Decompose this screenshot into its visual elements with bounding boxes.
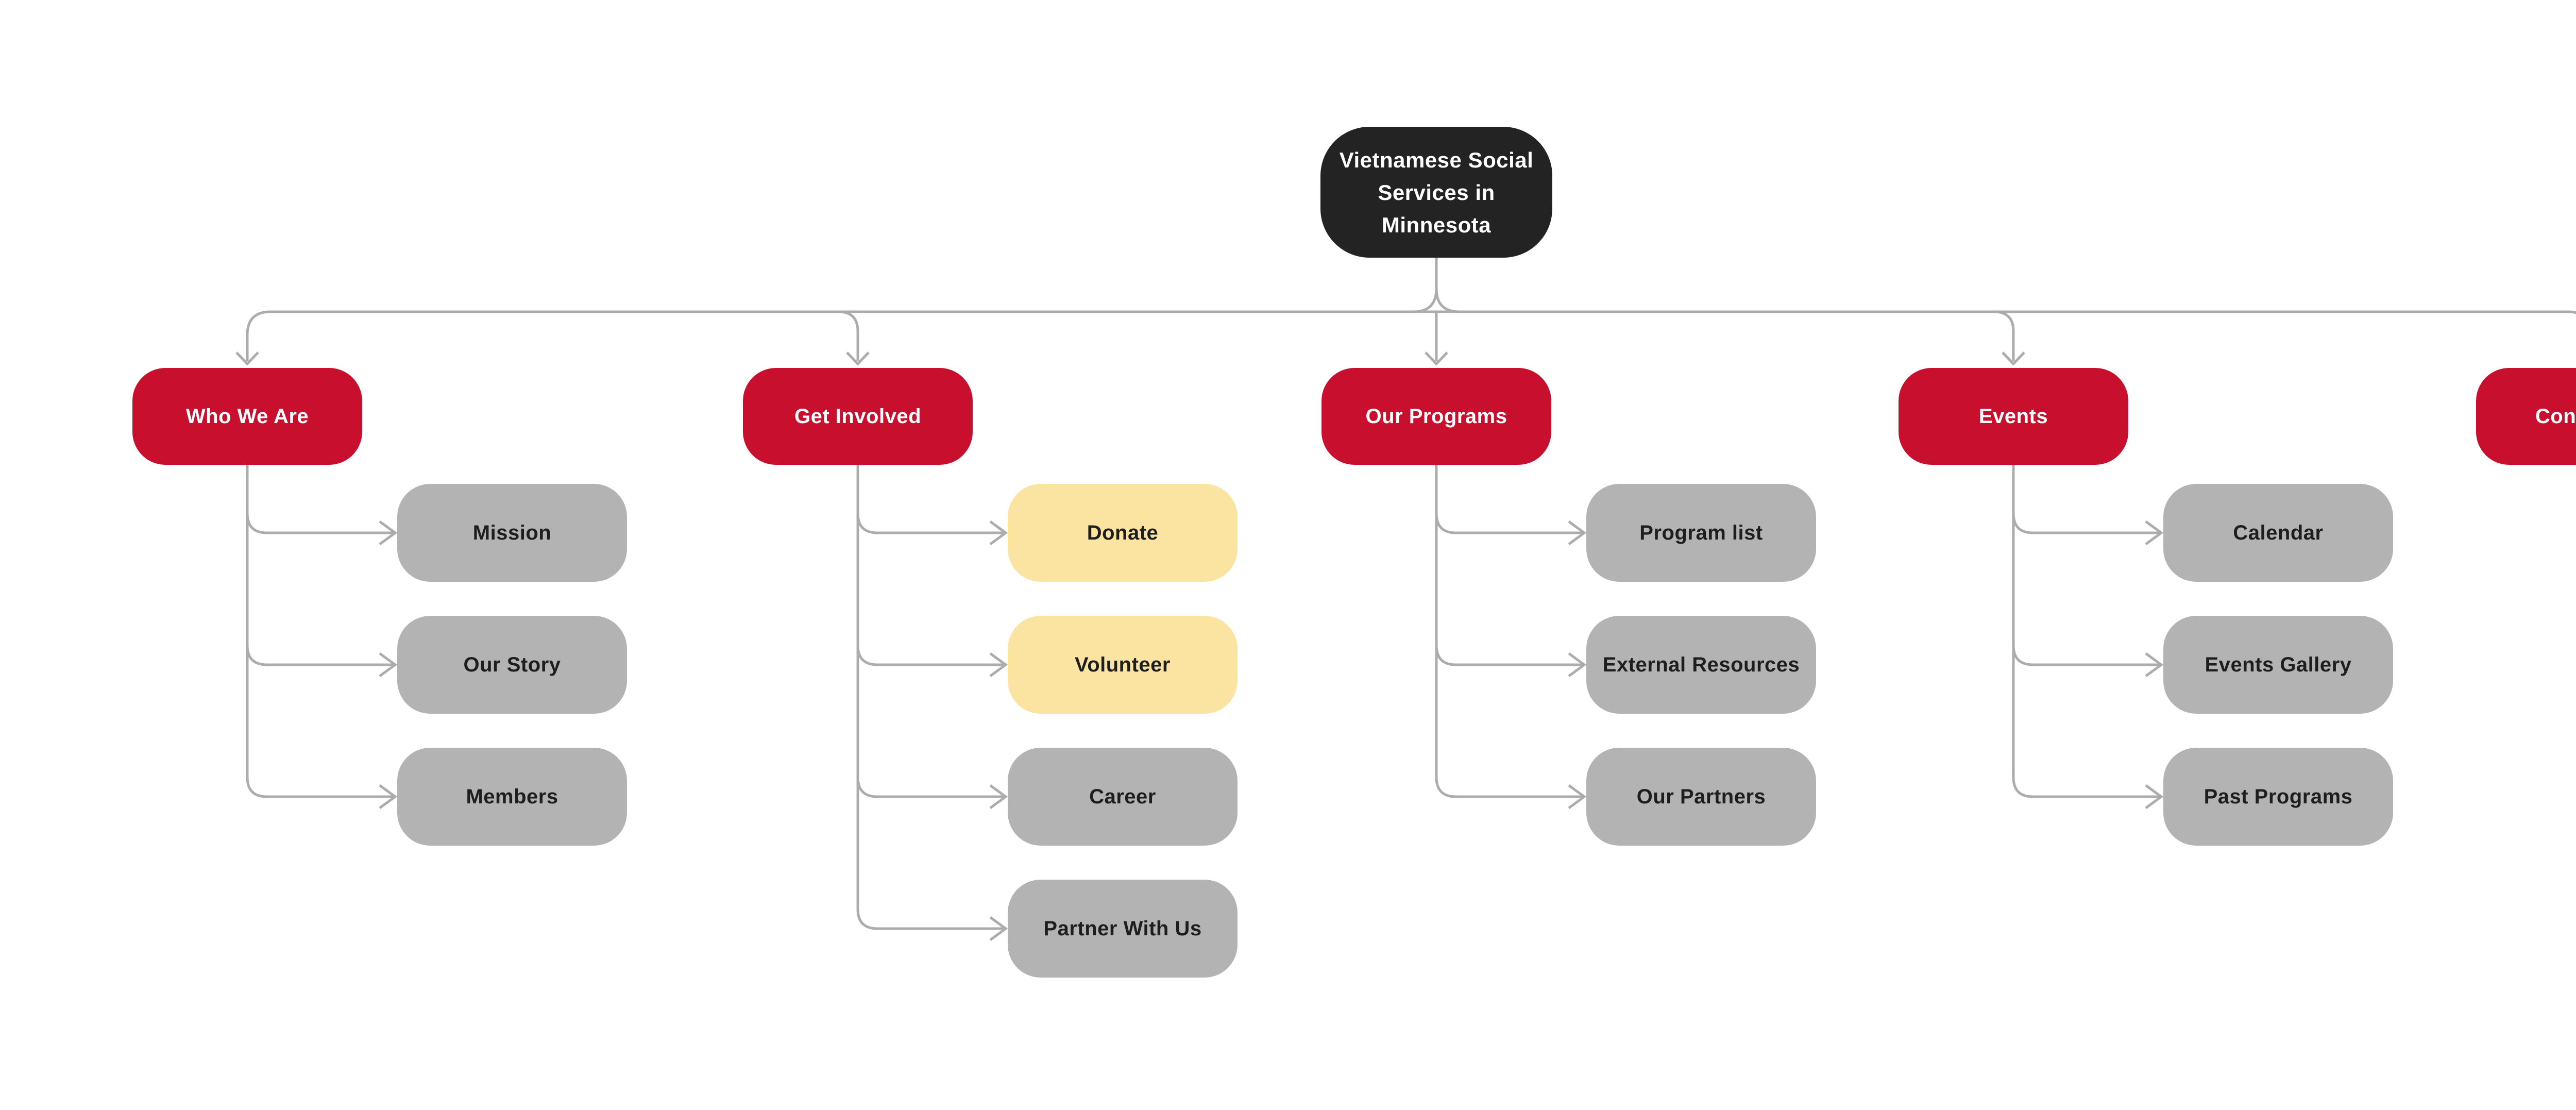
arm-past-programs (2012, 777, 2159, 798)
arm-program-list (1435, 513, 1582, 534)
node-contact-us: Contact Us (2476, 368, 2576, 465)
rail-drop-get-involved (838, 310, 859, 361)
root-connectors (235, 258, 2576, 366)
node-our-partners: Our Partners (1586, 748, 1816, 846)
arrow-down-who-we-are (235, 351, 259, 366)
node-events: Events (1899, 368, 2128, 465)
arm-events-gallery (2012, 645, 2159, 666)
node-mission: Mission (397, 484, 627, 582)
arrow-right-partner-with-us (989, 916, 1008, 941)
node-root-vietnamese-social-services: Vietnamese Social Services in Minnesota (1320, 127, 1552, 258)
node-members: Members (397, 748, 627, 846)
arrow-right-our-partners (1568, 784, 1587, 810)
arm-calendar (2012, 513, 2159, 534)
arrow-right-career (989, 784, 1008, 810)
branch-connectors-get-involved (856, 465, 1008, 941)
node-get-involved: Get Involved (743, 368, 973, 465)
arm-members (246, 777, 393, 798)
arm-donate (856, 513, 1004, 534)
arrow-right-members (379, 784, 398, 810)
node-external-resources: External Resources (1586, 616, 1816, 714)
node-volunteer: Volunteer (1008, 616, 1238, 714)
arrow-right-external-resources (1568, 652, 1587, 678)
arm-career (856, 777, 1004, 798)
arrow-down-events (2002, 351, 2025, 366)
node-events-gallery: Events Gallery (2163, 616, 2393, 714)
node-past-programs: Past Programs (2163, 748, 2393, 846)
arrow-right-our-story (379, 652, 398, 678)
arm-our-story (246, 645, 393, 666)
arm-volunteer (856, 645, 1004, 666)
node-donate: Donate (1008, 484, 1238, 582)
arrow-right-mission (379, 520, 398, 546)
branch-connectors-who-we-are (246, 465, 398, 810)
arrow-right-donate (989, 520, 1008, 546)
arm-mission (246, 513, 393, 534)
node-who-we-are: Who We Are (132, 368, 362, 465)
node-program-list: Program list (1586, 484, 1816, 582)
arrow-right-events-gallery (2145, 652, 2164, 678)
branch-connectors-events (2012, 465, 2164, 810)
arrow-down-our-programs (1425, 351, 1448, 366)
arm-our-partners (1435, 777, 1582, 798)
node-our-story: Our Story (397, 616, 627, 714)
node-career: Career (1008, 748, 1238, 846)
branch-connectors-our-programs (1435, 465, 1587, 810)
arrow-right-volunteer (989, 652, 1008, 678)
arrow-right-program-list (1568, 520, 1587, 546)
node-our-programs: Our Programs (1321, 368, 1551, 465)
node-partner-with-us: Partner With Us (1008, 880, 1238, 978)
node-calendar: Calendar (2163, 484, 2393, 582)
root-stub (1413, 258, 1438, 313)
root-stub-fillet-right (1435, 288, 1460, 313)
arrow-down-get-involved (846, 351, 870, 366)
rail-drop-events (1993, 310, 2015, 361)
arrow-right-calendar (2145, 520, 2164, 546)
arrow-right-past-programs (2145, 784, 2164, 810)
arm-partner-with-us (856, 909, 1004, 930)
arm-external-resources (1435, 645, 1582, 666)
top-rail (246, 310, 2576, 361)
